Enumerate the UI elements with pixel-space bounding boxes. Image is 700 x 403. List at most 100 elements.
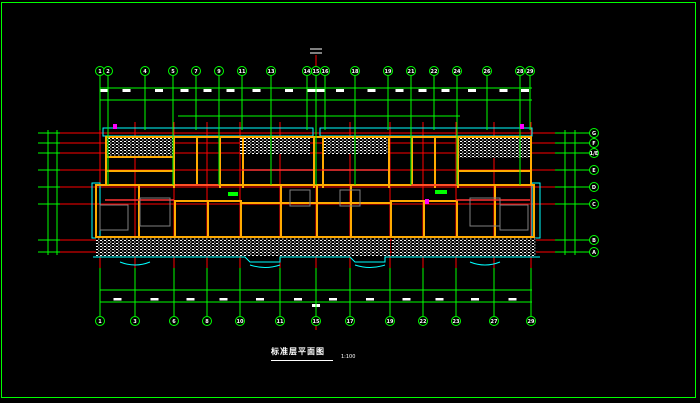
top-axis-label: 14 bbox=[304, 69, 311, 75]
wall bbox=[105, 170, 173, 172]
wall bbox=[95, 184, 97, 238]
bottom-axis-bubble bbox=[130, 316, 140, 326]
right-axis-label: 1/E bbox=[590, 151, 599, 157]
bottom-axis-label: 22 bbox=[420, 319, 427, 325]
wall bbox=[174, 200, 240, 202]
bottom-axis-bubble bbox=[95, 316, 105, 326]
bottom-axis-bubble bbox=[275, 316, 285, 326]
wall bbox=[388, 136, 390, 188]
wall bbox=[242, 136, 244, 188]
top-axis-bubble bbox=[383, 66, 393, 76]
wall bbox=[434, 136, 436, 188]
bottom-axis-label: 3 bbox=[133, 319, 137, 325]
dimension-text bbox=[203, 89, 212, 92]
wall bbox=[423, 200, 425, 238]
right-axis-bubble bbox=[589, 182, 599, 192]
top-axis-label: 29 bbox=[527, 69, 534, 75]
dimension-text bbox=[367, 89, 376, 92]
label-green bbox=[435, 190, 447, 194]
wall bbox=[456, 200, 458, 238]
wall bbox=[390, 200, 392, 238]
balcony-curves bbox=[119, 261, 501, 268]
wall bbox=[533, 184, 535, 238]
wall bbox=[458, 170, 532, 172]
furniture bbox=[289, 189, 311, 207]
bottom-axis-bubble bbox=[451, 316, 461, 326]
wall bbox=[219, 136, 221, 188]
bottom-axis-label: 15 bbox=[313, 319, 320, 325]
top-axis-bubble bbox=[525, 66, 535, 76]
wall bbox=[105, 136, 532, 138]
right-axis-bubble bbox=[589, 138, 599, 148]
drawing-scale: 1:100 bbox=[341, 354, 356, 360]
marker bbox=[520, 124, 524, 129]
bottom-axis-label: 8 bbox=[205, 319, 209, 325]
top-axis-label: 11 bbox=[239, 69, 246, 75]
wall bbox=[95, 236, 535, 238]
dimension-text bbox=[122, 89, 131, 92]
bottom-axis-bubble bbox=[345, 316, 355, 326]
wall bbox=[494, 184, 496, 238]
wall bbox=[240, 200, 242, 238]
wall bbox=[322, 136, 324, 188]
drawing-frame bbox=[1, 2, 696, 398]
wall bbox=[390, 200, 456, 202]
wall bbox=[105, 156, 175, 158]
top-axis-label: 9 bbox=[217, 69, 221, 75]
dimension-text bbox=[366, 298, 374, 301]
top-axis-bubble bbox=[168, 66, 178, 76]
bottom-axis-label: 27 bbox=[491, 319, 498, 325]
right-axis-label: D bbox=[592, 185, 596, 191]
top-axis-label: 2 bbox=[106, 69, 110, 75]
wall bbox=[207, 200, 209, 238]
top-axis-bubble bbox=[266, 66, 276, 76]
top-axis-label: 18 bbox=[352, 69, 359, 75]
furniture bbox=[499, 204, 529, 231]
dimension-text bbox=[435, 298, 444, 301]
wall bbox=[316, 186, 318, 238]
dimension-text bbox=[336, 89, 344, 92]
wall bbox=[280, 186, 282, 238]
bottom-axis-bubble bbox=[385, 316, 395, 326]
wall bbox=[138, 184, 140, 238]
bottom-axis-label: 17 bbox=[347, 319, 354, 325]
bottom-axis-bubble bbox=[526, 316, 536, 326]
dimension-text bbox=[180, 89, 189, 92]
outline-bottom bbox=[93, 256, 540, 263]
dimension-text bbox=[285, 89, 293, 92]
top-axis-label: 4 bbox=[143, 69, 147, 75]
dimension-text bbox=[307, 89, 316, 92]
top-axis-label: 19 bbox=[385, 69, 392, 75]
dimension-text bbox=[395, 89, 404, 92]
right-axis-bubble bbox=[589, 128, 599, 138]
wall bbox=[174, 200, 176, 238]
top-axis-bubble bbox=[406, 66, 416, 76]
top-axis-bubble bbox=[140, 66, 150, 76]
right-axis-label: A bbox=[592, 250, 596, 256]
top-axis-bubble bbox=[429, 66, 439, 76]
top-axis-label: 15 bbox=[313, 69, 320, 75]
dimension-text bbox=[294, 298, 302, 301]
dimension-text bbox=[521, 89, 529, 92]
top-axis-label: 28 bbox=[517, 69, 524, 75]
wall bbox=[350, 186, 352, 238]
bottom-axis-label: 11 bbox=[277, 319, 284, 325]
top-axis-label: 13 bbox=[268, 69, 275, 75]
hatched-area bbox=[240, 138, 310, 154]
right-axis-bubble bbox=[589, 247, 599, 257]
top-axis-bubble bbox=[515, 66, 525, 76]
bottom-axis-label: 23 bbox=[453, 319, 460, 325]
dimension-text bbox=[256, 298, 264, 301]
top-axis-bubble bbox=[214, 66, 224, 76]
dimension-text bbox=[316, 89, 325, 92]
dimension-text bbox=[186, 298, 195, 301]
top-axis-label: 16 bbox=[322, 69, 329, 75]
bottom-axis-bubble bbox=[169, 316, 179, 326]
hatched-area bbox=[392, 238, 536, 256]
hatched-area bbox=[107, 138, 173, 158]
dimension-text bbox=[499, 89, 508, 92]
top-axis-label: 5 bbox=[171, 69, 175, 75]
dimension-text bbox=[402, 298, 411, 301]
bottom-axis-bubble bbox=[311, 316, 321, 326]
dimension-text bbox=[252, 89, 261, 92]
